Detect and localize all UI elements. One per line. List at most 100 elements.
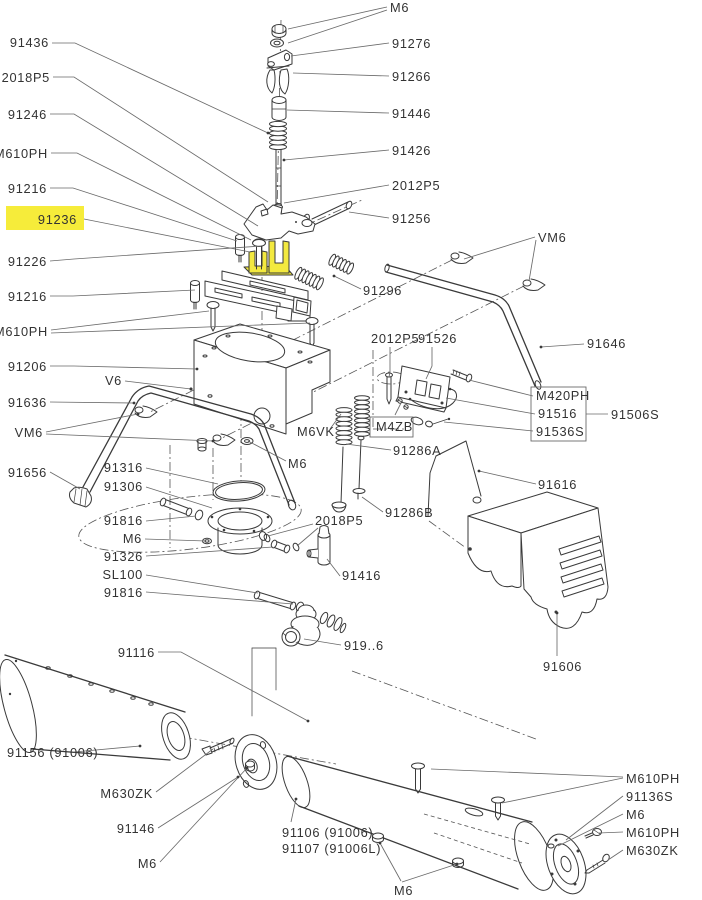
part-rocker-arm	[243, 203, 316, 241]
part-label-M6[interactable]: M6	[390, 0, 409, 15]
part-fuel-valve	[281, 604, 347, 647]
leader-line-M630ZK	[607, 849, 624, 861]
part-label-91116[interactable]: 91116	[118, 645, 155, 660]
part-91326-spacer	[263, 533, 300, 554]
part-label-91606[interactable]: 91606	[543, 659, 582, 674]
part-label-91136S[interactable]: 91136S	[626, 789, 673, 804]
part-label-VM6[interactable]: VM6	[15, 425, 43, 440]
part-label-91616[interactable]: 91616	[538, 477, 577, 492]
part-vm6-clamp-2	[212, 433, 236, 446]
part-label-2018P5[interactable]: 2018P5	[2, 70, 50, 85]
leader-line-VM6	[528, 239, 537, 282]
part-label-M6[interactable]: M6	[123, 531, 142, 546]
part-91216-pin-a	[235, 234, 245, 263]
leader-line-91426	[283, 149, 390, 161]
part-label-91156-(91006)[interactable]: 91156 (91006)	[7, 745, 98, 760]
leader-line-91136S	[565, 795, 624, 841]
part-label-91416[interactable]: 91416	[342, 568, 381, 583]
leader-line-M610PH	[50, 310, 210, 331]
leader-line-2012P5	[283, 184, 390, 204]
part-label-91286B[interactable]: 91286B	[385, 505, 433, 520]
part-label-91426[interactable]: 91426	[392, 143, 431, 158]
part-label-M420PH[interactable]: M420PH	[536, 388, 590, 403]
part-label-91216[interactable]: 91216	[8, 289, 47, 304]
leader-line-M6	[401, 863, 458, 883]
part-label-M6[interactable]: M6	[626, 807, 645, 822]
leader-line-91146	[157, 776, 239, 829]
part-label-M630ZK[interactable]: M630ZK	[626, 843, 679, 858]
part-91236-bracket-highlighted[interactable]	[243, 240, 294, 276]
part-91516-wire-spring	[408, 387, 458, 410]
part-label-M6[interactable]: M6	[288, 456, 307, 471]
part-label-91256[interactable]: 91256	[392, 211, 431, 226]
part-label-91286A[interactable]: 91286A	[393, 443, 441, 458]
part-label-91536S[interactable]: 91536S	[536, 424, 584, 439]
part-label-91506S[interactable]: 91506S	[611, 407, 659, 422]
part-label-M610PH[interactable]: M610PH	[0, 146, 48, 161]
part-label-91526[interactable]: 91526	[418, 331, 457, 346]
part-label-91106-(91006)[interactable]: 91106 (91006)	[282, 825, 373, 840]
part-washer-m6-top	[270, 38, 284, 48]
part-label-91296[interactable]: 91296	[363, 283, 402, 298]
part-label-91236[interactable]: 91236	[38, 212, 77, 227]
part-label-2012P5[interactable]: 2012P5	[392, 178, 440, 193]
leader-line-91256	[348, 211, 390, 219]
part-label-VM6[interactable]: VM6	[538, 230, 566, 245]
part-91216-pin-b	[190, 280, 200, 310]
part-label-91446[interactable]: 91446	[392, 106, 431, 121]
part-label-M6VK[interactable]: M6VK	[297, 424, 335, 439]
leader-line-91286B	[361, 496, 384, 513]
part-label-919..6[interactable]: 919..6	[344, 638, 384, 653]
part-m630zk-bolt-a	[201, 737, 235, 756]
part-91156-cylinder	[0, 654, 191, 761]
part-label-91646[interactable]: 91646	[587, 336, 626, 351]
part-label-91246[interactable]: 91246	[8, 107, 47, 122]
part-label-91107-(91006L)[interactable]: 91107 (91006L)	[282, 841, 381, 856]
leader-endpoint-dot	[211, 439, 215, 443]
leader-line-91246	[50, 113, 259, 227]
part-label-91636[interactable]: 91636	[8, 395, 47, 410]
part-label-91276[interactable]: 91276	[392, 36, 431, 51]
part-label-91306[interactable]: 91306	[104, 479, 143, 494]
leader-endpoint-dot	[477, 469, 481, 473]
part-label-91436[interactable]: 91436	[10, 35, 49, 50]
part-label-91266[interactable]: 91266	[392, 69, 431, 84]
part-label-M6[interactable]: M6	[394, 883, 413, 898]
leader-line-M6	[287, 6, 388, 30]
part-m4zb-screws	[397, 398, 409, 410]
part-91656-rubber-cap	[69, 486, 92, 508]
part-label-91656[interactable]: 91656	[8, 465, 47, 480]
part-label-V6[interactable]: V6	[105, 373, 122, 388]
part-label-91206[interactable]: 91206	[8, 359, 47, 374]
part-label-2018P5[interactable]: 2018P5	[315, 513, 363, 528]
leader-line-91616	[478, 470, 537, 485]
top-rod-assembly	[266, 24, 293, 215]
part-label-91146[interactable]: 91146	[117, 821, 155, 836]
part-label-91216[interactable]: 91216	[8, 181, 47, 196]
part-label-91816[interactable]: 91816	[104, 585, 143, 600]
part-91286-rod-b	[352, 435, 366, 500]
part-label-91326[interactable]: 91326	[104, 549, 143, 564]
leader-line-91156 (91006)	[73, 745, 141, 753]
part-stud-under-housing	[196, 438, 208, 452]
part-label-91816[interactable]: 91816	[104, 513, 143, 528]
part-91816-pipe-a	[159, 497, 204, 521]
disc-group	[201, 734, 278, 790]
leader-endpoint-dot	[306, 719, 310, 723]
part-label-M610PH[interactable]: M610PH	[626, 825, 680, 840]
part-label-M4ZB[interactable]: M4ZB	[376, 419, 413, 434]
part-label-2012P5[interactable]: 2012P5	[371, 331, 419, 346]
label-frame-1	[369, 416, 414, 438]
part-91286-rod-a	[331, 446, 347, 513]
leader-line-91816	[145, 515, 197, 522]
part-label-SL100[interactable]: SL100	[102, 567, 143, 582]
part-label-M610PH[interactable]: M610PH	[626, 771, 680, 786]
part-label-91316[interactable]: 91316	[104, 460, 143, 475]
leader-endpoint-dot	[245, 766, 249, 770]
part-label-91516[interactable]: 91516	[538, 406, 577, 421]
part-label-91226[interactable]: 91226	[8, 254, 47, 269]
leader-line-91216	[50, 289, 196, 297]
part-label-M610PH[interactable]: M610PH	[0, 324, 48, 339]
part-label-M6[interactable]: M6	[138, 856, 157, 871]
part-label-M630ZK[interactable]: M630ZK	[100, 786, 153, 801]
